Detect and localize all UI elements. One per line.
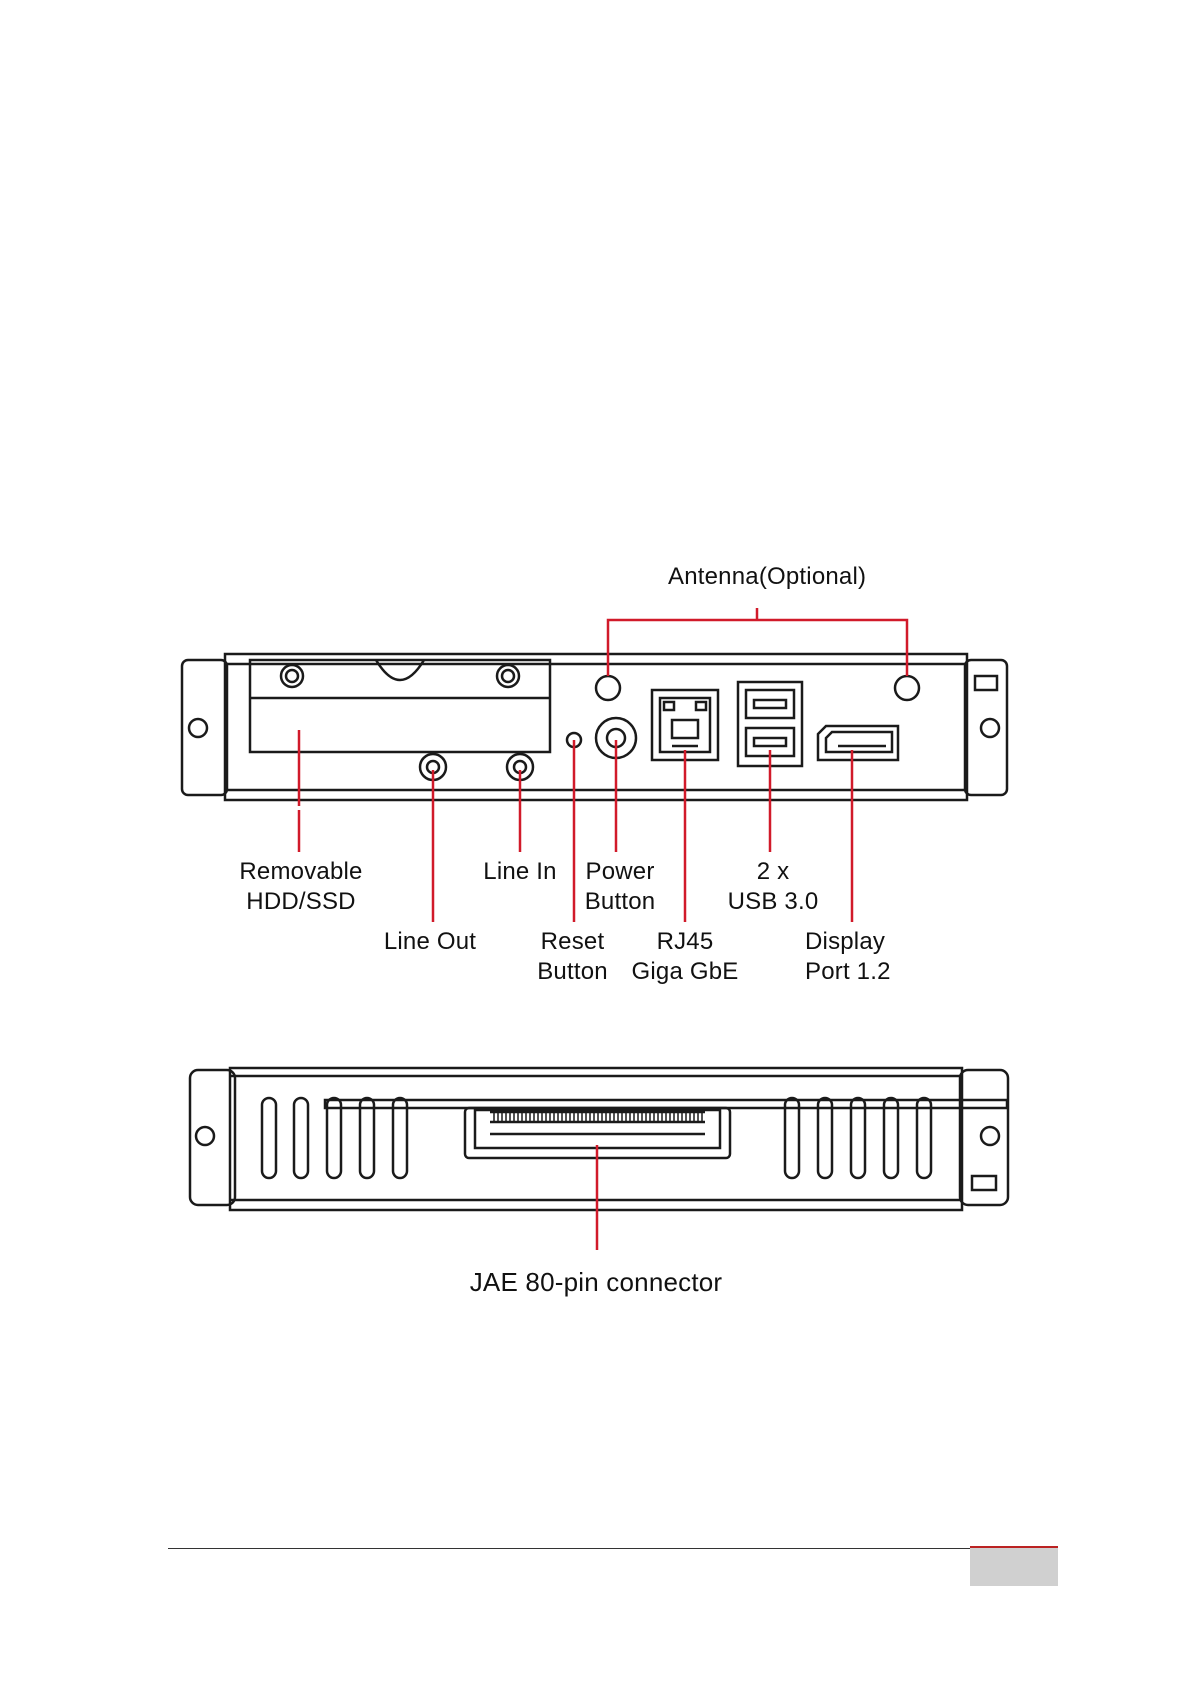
removable-hdd-label: Removable HDD/SSD: [226, 857, 376, 917]
antenna-hole-right: [895, 676, 919, 700]
right-ear-hole: [981, 719, 999, 737]
page-number-box: [970, 1546, 1058, 1586]
right-mounting-ear: [965, 660, 1007, 795]
footer-rule: [168, 1548, 1058, 1549]
front-panel-drawing: [0, 560, 1192, 810]
line-out-label: Line Out: [375, 927, 485, 957]
leader-lines: [299, 608, 907, 810]
power-button-label: Power Button: [580, 857, 660, 917]
displayport-label: Display Port 1.2: [805, 927, 905, 987]
line-in-label: Line In: [470, 857, 570, 887]
antenna-label: Antenna(Optional): [668, 562, 866, 592]
bottom-right-ear: [960, 1070, 1008, 1205]
jae-connector-label: JAE 80-pin connector: [446, 1267, 746, 1297]
rj45-label: RJ45 Giga GbE: [625, 927, 745, 987]
usb-label: 2 x USB 3.0: [718, 857, 828, 917]
rj45-port: [652, 690, 718, 760]
antenna-hole-left: [596, 676, 620, 700]
hdd-bay: [250, 660, 550, 752]
reset-button-label: Reset Button: [530, 927, 615, 987]
left-ear-hole: [189, 719, 207, 737]
